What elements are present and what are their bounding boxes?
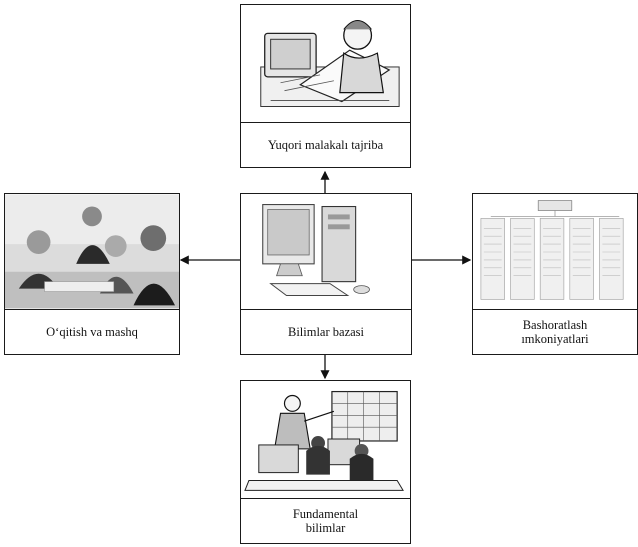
org-chart-document-image bbox=[473, 194, 637, 310]
center-label: Bilimlar bazasi bbox=[287, 324, 365, 339]
node-center-knowledge-base: Bilimlar bazasi bbox=[240, 193, 412, 355]
node-right-forecasting: Bashoratlash ımkoniyatlari bbox=[472, 193, 638, 355]
bottom-label-line-1: Fundamental bbox=[292, 506, 359, 521]
node-left-training: O‘qitish va mashq bbox=[4, 193, 180, 355]
node-top-experience: Yuqori malakalı tajriba bbox=[240, 4, 411, 168]
node-bottom-fundamental: Fundamental bilimlar bbox=[240, 380, 411, 544]
top-label: Yuqori malakalı tajriba bbox=[267, 137, 384, 152]
computer-workstation-image bbox=[241, 194, 411, 310]
control-room-cartoon-image bbox=[241, 381, 410, 499]
right-label-line-2: ımkoniyatlari bbox=[521, 331, 589, 346]
left-label: O‘qitish va mashq bbox=[46, 324, 138, 339]
business-meeting-image bbox=[5, 194, 179, 310]
bottom-label-line-2: bilimlar bbox=[305, 520, 346, 535]
expert-cartoon-image bbox=[241, 5, 410, 123]
right-label-line-1: Bashoratlash bbox=[522, 317, 588, 332]
